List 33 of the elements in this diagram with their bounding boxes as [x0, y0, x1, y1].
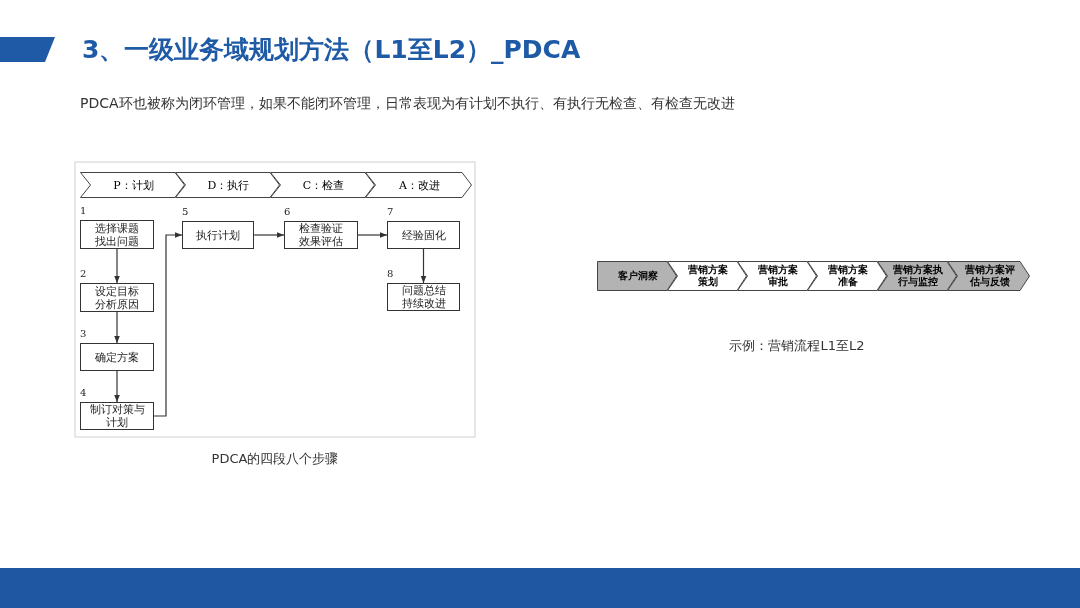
chevron-step: A：改进: [365, 172, 472, 198]
step-number: 6: [284, 206, 291, 217]
arrow: [114, 248, 120, 284]
chevron-step: 营销方案评估与反馈: [947, 261, 1030, 291]
figure-caption: 示例：营销流程L1至L2: [728, 337, 866, 355]
chevron-step: D：执行: [175, 172, 280, 198]
chevron-step: P：计划: [80, 172, 185, 198]
arrow: [357, 232, 388, 238]
arrow: [114, 311, 120, 344]
figure-caption: PDCA的四段八个步骤: [210, 450, 340, 468]
chevron-step: C：检查: [270, 172, 375, 198]
process-box: 选择课题找出问题: [80, 220, 154, 249]
step-number: 1: [80, 205, 87, 216]
process-box: 执行计划: [182, 221, 254, 249]
arrow: [114, 370, 120, 403]
process-box: 确定方案: [80, 343, 154, 371]
title: 3、一级业务域规划方法（L1至L2）_PDCA: [82, 34, 581, 66]
step-number: 7: [387, 206, 394, 217]
step-number: 2: [80, 268, 87, 279]
arrow: [253, 232, 285, 238]
process-box: 制订对策与计划: [80, 402, 154, 430]
process-box: 检查验证效果评估: [284, 221, 358, 249]
step-number: 8: [387, 268, 394, 279]
process-box: 设定目标分析原因: [80, 283, 154, 312]
step-number: 5: [182, 206, 189, 217]
step-number: 3: [80, 328, 87, 339]
subtitle-text: PDCA环也被称为闭环管理，如果不能闭环管理，日常表现为有计划不执行、有执行无检查、有检查无改进: [80, 95, 736, 113]
arrow: [153, 232, 183, 417]
chevron-step: 客户洞察: [597, 261, 677, 291]
process-box: 经验固化: [387, 221, 460, 249]
arrow: [420, 248, 427, 284]
step-number: 4: [80, 387, 87, 398]
process-box: 问题总结持续改进: [387, 283, 460, 311]
